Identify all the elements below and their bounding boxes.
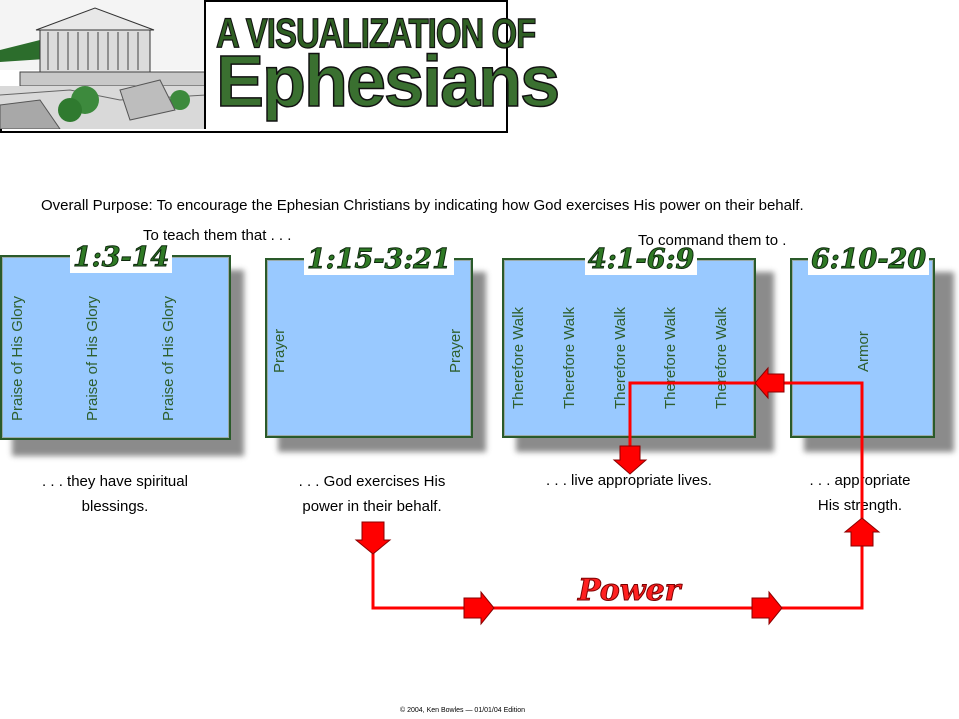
command-label: To command them to . bbox=[638, 232, 787, 249]
caption-3: . . . live appropriate lives. bbox=[519, 468, 739, 493]
banner-title-line1: A VISUALIZATION OF bbox=[215, 9, 536, 57]
caption-2: . . . God exercises His power in their b… bbox=[262, 469, 482, 519]
title-banner: A VISUALIZATION OF Ephesians bbox=[0, 0, 561, 133]
power-label: Power bbox=[577, 573, 681, 609]
section-box-2: Prayer Prayer bbox=[265, 258, 473, 438]
caption-1: . . . they have spiritual blessings. bbox=[10, 469, 220, 519]
section-ref-2: 1:15-3:21 bbox=[304, 244, 454, 275]
down-arrow-icon bbox=[612, 445, 648, 475]
section-ref-4: 6:10-20 bbox=[808, 244, 930, 275]
banner-title-line2: Ephesians bbox=[215, 41, 561, 123]
right-arrow-icon bbox=[463, 590, 495, 626]
caption-line: His strength. bbox=[817, 497, 903, 514]
copyright: © 2004, Ken Bowles — 01/01/04 Edition bbox=[400, 707, 526, 714]
left-arrow-icon bbox=[754, 366, 785, 400]
teach-label: To teach them that . . . bbox=[143, 227, 292, 244]
temple-illustration bbox=[0, 0, 206, 129]
caption-line: . . . appropriate bbox=[809, 472, 911, 489]
caption-line: . . . they have spiritual bbox=[42, 473, 188, 490]
right-arrow-icon bbox=[751, 590, 783, 626]
caption-line: power in their behalf. bbox=[302, 498, 442, 515]
caption-4: . . . appropriate His strength. bbox=[785, 468, 935, 518]
caption-line: . . . God exercises His bbox=[298, 473, 446, 490]
caption-line: blessings. bbox=[81, 498, 149, 515]
section-ref-1: 1:3-14 bbox=[70, 242, 173, 273]
down-arrow-icon bbox=[354, 521, 392, 555]
up-arrow-icon bbox=[843, 517, 881, 547]
section-ref-3: 4:1-6:9 bbox=[585, 244, 698, 275]
section-box-1: Praise of His Glory Praise of His Glory … bbox=[0, 255, 231, 440]
caption-line: . . . live appropriate lives. bbox=[546, 472, 712, 489]
overall-purpose: Overall Purpose: To encourage the Ephesi… bbox=[41, 197, 804, 214]
